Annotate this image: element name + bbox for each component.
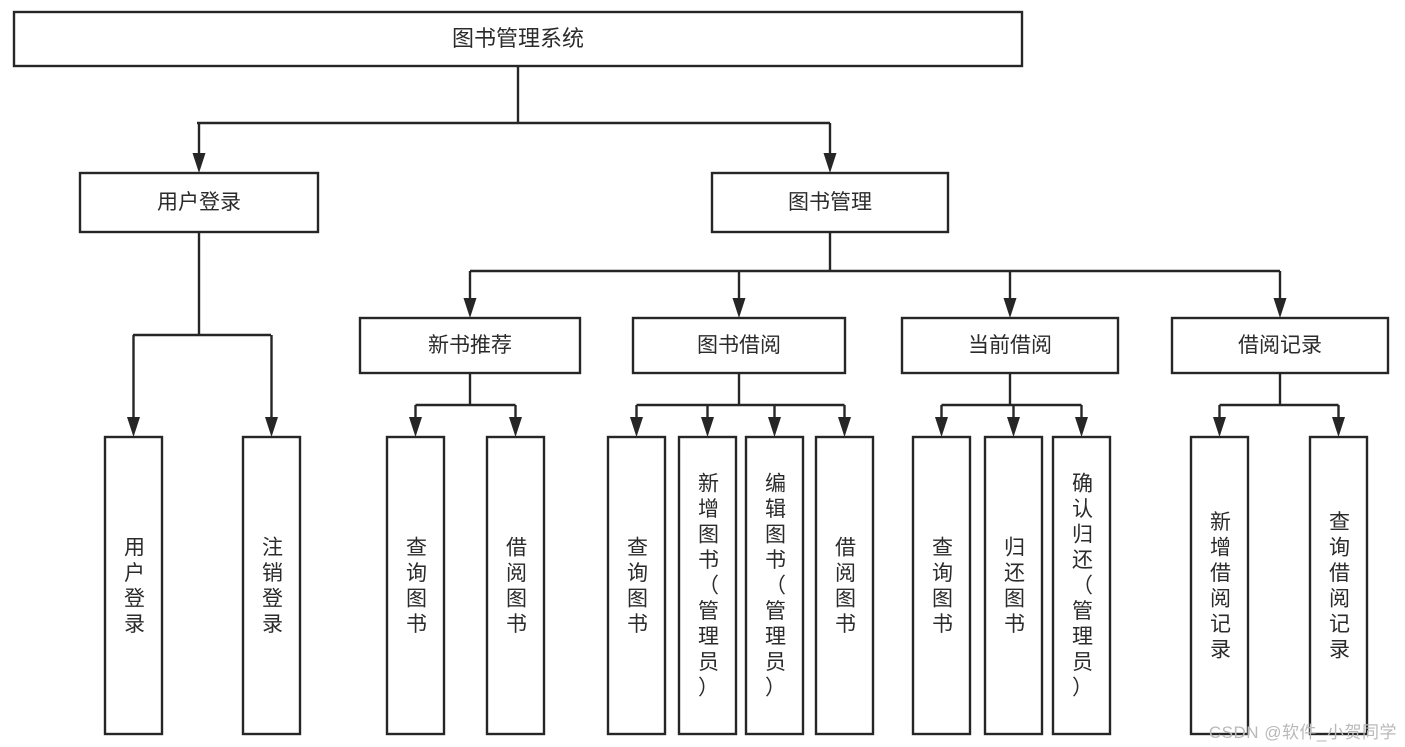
node-label: 注销登录: [262, 536, 283, 636]
node-box[interactable]: [1189, 435, 1250, 736]
level1-node-book-manage[interactable]: 图书管理: [710, 171, 950, 234]
level2-node-borrow-record[interactable]: 借阅记录: [1170, 316, 1390, 375]
node-label: 借阅图书: [506, 536, 527, 636]
node-box[interactable]: [814, 435, 875, 736]
arrow-head-icon: [1075, 417, 1088, 437]
arrow-head-icon: [192, 153, 206, 173]
node-layer: 图书管理系统用户登录图书管理新书推荐图书借阅当前借阅借阅记录用户登录注销登录查询…: [12, 10, 1390, 736]
node-label: 编辑图书（管理员）: [765, 473, 786, 700]
node-label: 查询图书: [627, 536, 648, 636]
node-label: 归还图书: [1004, 536, 1025, 636]
node-box[interactable]: [677, 435, 738, 736]
node-box[interactable]: [983, 435, 1044, 736]
leaf-node-leaf-query-book-2[interactable]: 查询图书: [606, 435, 667, 736]
arrow-head-icon: [463, 298, 477, 318]
node-label: 新增图书（管理员）: [698, 473, 719, 700]
arrow-head-icon: [509, 417, 522, 437]
node-box[interactable]: [744, 435, 805, 736]
node-box[interactable]: [911, 435, 972, 736]
leaf-node-leaf-borrow-book-1[interactable]: 借阅图书: [485, 435, 546, 736]
node-label: 查询借阅记录: [1329, 511, 1350, 662]
level2-node-current-borrow[interactable]: 当前借阅: [900, 316, 1120, 375]
arrow-head-icon: [935, 417, 948, 437]
node-box[interactable]: [358, 316, 582, 375]
node-label: 借阅图书: [835, 536, 856, 636]
node-label: 用户登录: [124, 536, 145, 636]
node-box[interactable]: [241, 435, 302, 736]
node-box[interactable]: [385, 435, 446, 736]
leaf-node-leaf-edit-book[interactable]: 编辑图书（管理员）: [744, 435, 805, 736]
arrow-head-icon: [823, 153, 837, 173]
node-box[interactable]: [1051, 435, 1112, 736]
arrow-head-icon: [127, 417, 140, 437]
node-box[interactable]: [710, 171, 950, 234]
root-node-system[interactable]: 图书管理系统: [12, 10, 1024, 68]
node-box[interactable]: [103, 435, 164, 736]
arrow-head-icon: [630, 417, 643, 437]
node-label: 确认归还（管理员）: [1072, 473, 1093, 700]
node-label: 查询图书: [932, 536, 953, 636]
node-label: 当前借阅: [968, 334, 1052, 357]
level2-node-new-book-recommend[interactable]: 新书推荐: [358, 316, 582, 375]
leaf-node-leaf-user-logout[interactable]: 注销登录: [241, 435, 302, 736]
leaf-node-leaf-user-login[interactable]: 用户登录: [103, 435, 164, 736]
arrow-head-icon: [1273, 298, 1287, 318]
node-label: 新书推荐: [428, 334, 512, 357]
node-box[interactable]: [1170, 316, 1390, 375]
node-label: 图书管理系统: [452, 26, 584, 51]
leaf-node-leaf-add-record[interactable]: 新增借阅记录: [1189, 435, 1250, 736]
arrow-head-icon: [1003, 298, 1017, 318]
node-box[interactable]: [12, 10, 1024, 68]
connector-layer: [127, 66, 1345, 437]
node-box[interactable]: [485, 435, 546, 736]
leaf-node-leaf-query-record[interactable]: 查询借阅记录: [1308, 435, 1369, 736]
node-label: 图书管理: [788, 191, 872, 214]
arrow-head-icon: [701, 417, 714, 437]
node-box[interactable]: [900, 316, 1120, 375]
arrow-head-icon: [1007, 417, 1020, 437]
leaf-node-leaf-query-book-3[interactable]: 查询图书: [911, 435, 972, 736]
node-label: 借阅记录: [1238, 334, 1322, 357]
node-label: 图书借阅: [697, 334, 781, 357]
leaf-node-leaf-return-book[interactable]: 归还图书: [983, 435, 1044, 736]
node-label: 用户登录: [157, 191, 241, 214]
node-label: 查询图书: [406, 536, 427, 636]
node-box[interactable]: [631, 316, 847, 375]
leaf-node-leaf-confirm-return[interactable]: 确认归还（管理员）: [1051, 435, 1112, 736]
arrow-head-icon: [1332, 417, 1345, 437]
leaf-node-leaf-query-book-1[interactable]: 查询图书: [385, 435, 446, 736]
arrow-head-icon: [265, 417, 278, 437]
arrow-head-icon: [409, 417, 422, 437]
node-box[interactable]: [1308, 435, 1369, 736]
node-box[interactable]: [606, 435, 667, 736]
arrow-head-icon: [732, 298, 746, 318]
level2-node-book-borrow[interactable]: 图书借阅: [631, 316, 847, 375]
node-label: 新增借阅记录: [1210, 511, 1231, 662]
arrow-head-icon: [768, 417, 781, 437]
arrow-head-icon: [838, 417, 851, 437]
level1-node-user-login[interactable]: 用户登录: [78, 171, 320, 234]
node-box[interactable]: [78, 171, 320, 234]
leaf-node-leaf-add-book[interactable]: 新增图书（管理员）: [677, 435, 738, 736]
leaf-node-leaf-borrow-book-2[interactable]: 借阅图书: [814, 435, 875, 736]
arrow-head-icon: [1213, 417, 1226, 437]
